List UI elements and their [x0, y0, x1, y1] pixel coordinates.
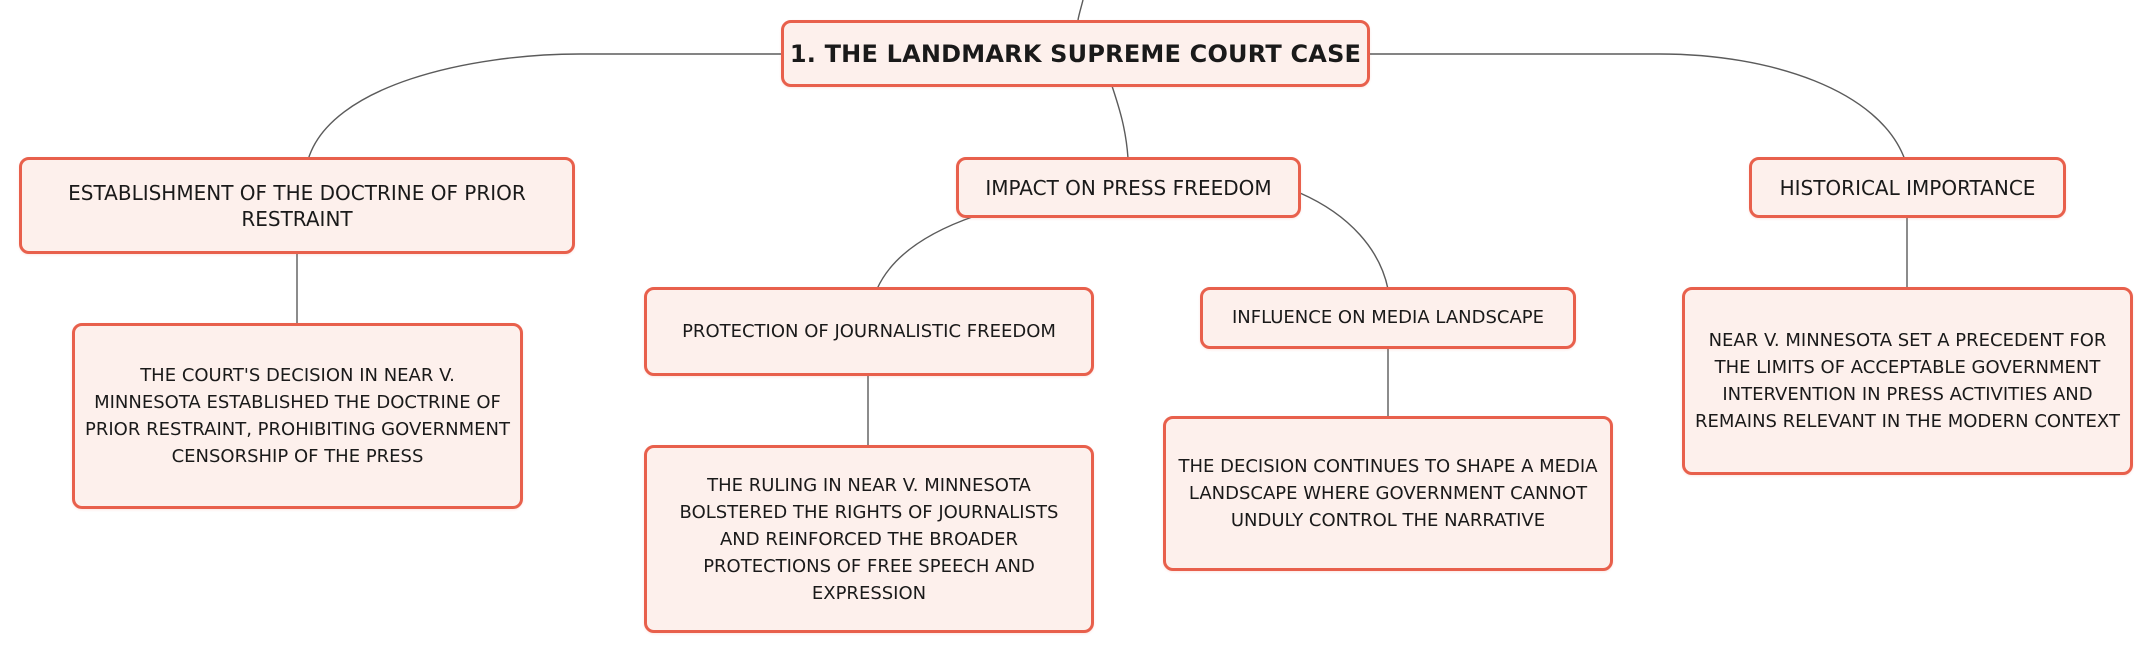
- connector-press-freedom-to-journalistic: [876, 215, 976, 290]
- detail-text-prior-restraint: THE COURT'S DECISION IN NEAR V. MINNESOT…: [85, 365, 510, 467]
- subtopic-label-journalistic-freedom: PROTECTION OF JOURNALISTIC FREEDOM: [682, 320, 1056, 342]
- topic-label-prior-restraint: ESTABLISHMENT OF THE DOCTRINE OF PRIOR R…: [68, 180, 526, 231]
- root-topic-label: 1. THE LANDMARK SUPREME COURT CASE: [789, 39, 1362, 68]
- topic-label-press-freedom: IMPACT ON PRESS FREEDOM: [985, 175, 1272, 200]
- connector-root-parent: [1077, 0, 1084, 21]
- detail-node-journalistic-freedom[interactable]: THE RULING IN NEAR V. MINNESOTA BOLSTERE…: [644, 445, 1094, 633]
- detail-node-historical-importance[interactable]: NEAR V. MINNESOTA SET A PRECEDENT FOR TH…: [1682, 287, 2133, 475]
- topic-node-press-freedom[interactable]: IMPACT ON PRESS FREEDOM: [956, 157, 1301, 218]
- connector-root-to-historical: [1369, 53, 1906, 161]
- topic-label-historical-importance: HISTORICAL IMPORTANCE: [1779, 175, 2036, 200]
- subtopic-node-journalistic-freedom[interactable]: PROTECTION OF JOURNALISTIC FREEDOM: [644, 287, 1094, 376]
- detail-text-historical-importance: NEAR V. MINNESOTA SET A PRECEDENT FOR TH…: [1695, 330, 2120, 432]
- topic-node-historical-importance[interactable]: HISTORICAL IMPORTANCE: [1749, 157, 2066, 218]
- connector-press-freedom-to-media: [1299, 192, 1389, 290]
- connector-root-to-prior-restraint: [307, 53, 785, 161]
- topic-node-prior-restraint[interactable]: ESTABLISHMENT OF THE DOCTRINE OF PRIOR R…: [19, 157, 575, 254]
- subtopic-label-media-landscape: INFLUENCE ON MEDIA LANDSCAPE: [1231, 307, 1544, 328]
- detail-text-media-landscape: THE DECISION CONTINUES TO SHAPE A MEDIA …: [1178, 456, 1598, 531]
- detail-text-journalistic-freedom: THE RULING IN NEAR V. MINNESOTA BOLSTERE…: [679, 474, 1059, 604]
- root-topic-node[interactable]: 1. THE LANDMARK SUPREME COURT CASE: [781, 20, 1370, 87]
- detail-node-media-landscape[interactable]: THE DECISION CONTINUES TO SHAPE A MEDIA …: [1163, 416, 1613, 571]
- subtopic-node-media-landscape[interactable]: INFLUENCE ON MEDIA LANDSCAPE: [1200, 287, 1576, 349]
- connector-root-to-press-freedom: [1111, 85, 1129, 159]
- detail-node-prior-restraint[interactable]: THE COURT'S DECISION IN NEAR V. MINNESOT…: [72, 323, 523, 509]
